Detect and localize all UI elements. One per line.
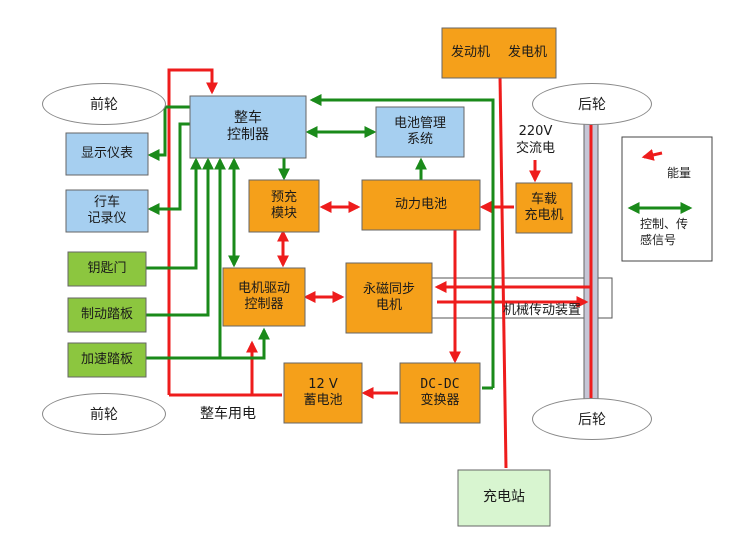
precharge-box xyxy=(248,179,320,233)
motor-ctrl-box xyxy=(222,267,306,327)
control-bus-to-controller xyxy=(309,94,495,388)
legend-box xyxy=(621,136,713,262)
control-to-display xyxy=(147,105,190,161)
recorder-box xyxy=(65,189,149,233)
rear-wheel-bottom-label: 后轮 xyxy=(578,412,606,428)
display-box xyxy=(65,132,149,176)
front-wheel-bottom: 前轮 xyxy=(42,393,166,435)
vehicle-controller-box xyxy=(189,95,307,159)
legend-energy-arrow xyxy=(641,149,663,161)
control-accel-to-motor-ctrl xyxy=(220,327,270,360)
blocks xyxy=(65,27,573,527)
brake-box xyxy=(67,297,147,333)
power-battery-box xyxy=(361,179,481,231)
dcdc-box xyxy=(399,362,481,424)
rear-wheel-top: 后轮 xyxy=(532,83,652,125)
ac-220v-label: 220V 交流电 xyxy=(516,124,556,156)
rear-wheel-top-label: 后轮 xyxy=(578,97,606,113)
energy-lines xyxy=(167,68,593,469)
accel-box xyxy=(67,342,147,378)
motor-box xyxy=(345,262,433,334)
charger-box xyxy=(515,182,573,234)
legend-control-label: 控制、传 感信号 xyxy=(640,217,689,248)
front-wheel-bottom-label: 前轮 xyxy=(90,407,118,423)
energy-generator-station xyxy=(498,75,508,469)
rear-wheel-bottom: 后轮 xyxy=(532,398,652,440)
key-door-box xyxy=(67,251,147,287)
battery-12v-box xyxy=(283,362,363,424)
engine-generator-box xyxy=(441,27,557,79)
charging-station-box xyxy=(457,469,551,527)
control-lines xyxy=(146,94,495,390)
energy-vehicle-power-to-controller xyxy=(167,68,218,395)
bms-box xyxy=(375,106,465,158)
control-key-door xyxy=(146,157,202,270)
front-wheel-top: 前轮 xyxy=(42,83,166,125)
legend-energy-label: 能量 xyxy=(667,166,692,180)
control-to-recorder xyxy=(147,122,190,215)
control-brake xyxy=(146,157,214,317)
mechanical-drive-label: 机械传动装置 xyxy=(503,303,582,318)
vehicle-power-label: 整车用电 xyxy=(200,406,256,422)
front-wheel-top-label: 前轮 xyxy=(90,97,118,113)
